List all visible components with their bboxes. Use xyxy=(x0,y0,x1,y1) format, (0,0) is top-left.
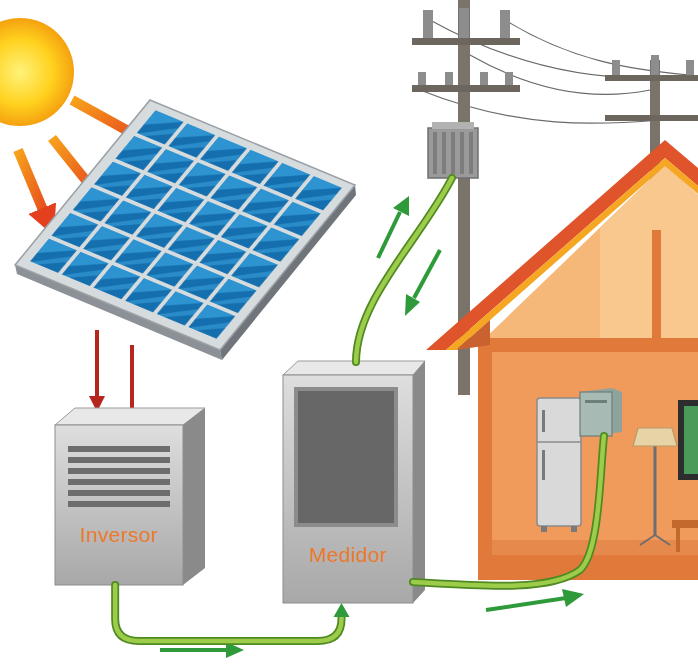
house-part xyxy=(652,230,661,345)
appliances-part xyxy=(541,526,547,532)
utility-pole-part xyxy=(412,38,520,45)
appliances-part xyxy=(580,388,622,436)
utility-pole-part xyxy=(442,132,446,174)
appliances-part xyxy=(672,520,698,528)
house-part xyxy=(426,140,698,350)
utility-pole-part xyxy=(412,85,520,92)
solar-panel xyxy=(15,100,356,360)
flow-arrows-part xyxy=(160,648,228,652)
flow-arrows-part xyxy=(562,589,584,607)
utility-pole-part xyxy=(423,10,433,38)
appliances-part xyxy=(537,398,581,526)
utility-pole-part xyxy=(459,8,469,38)
utility-pole-part xyxy=(612,60,620,75)
inverter-cabinet-part xyxy=(68,479,170,485)
house-part xyxy=(446,158,698,350)
flow-arrows-part xyxy=(226,642,244,658)
utility-pole-part xyxy=(445,72,453,85)
utility-pole-part xyxy=(505,20,690,75)
inverter-cabinet-part xyxy=(55,425,183,585)
cabinet-label-box: Medidor xyxy=(283,375,413,603)
utility-pole-part xyxy=(469,132,473,174)
meter-cabinet xyxy=(283,361,425,603)
flow-arrows-part xyxy=(378,212,400,258)
inverter-cabinet-part xyxy=(55,408,205,425)
utility-pole-part xyxy=(418,72,426,85)
appliances-part xyxy=(585,400,607,403)
inverter-cabinet-part xyxy=(68,501,170,507)
meter-cabinet-part xyxy=(283,375,413,603)
dc-arrows-part xyxy=(95,330,99,398)
wire-core xyxy=(115,585,341,641)
grid-wire-part xyxy=(413,436,604,586)
sun-part xyxy=(18,150,48,222)
meter-cabinet-part xyxy=(298,391,394,523)
appliances-part xyxy=(580,392,612,436)
inverter-cabinet-part xyxy=(68,446,170,452)
utility-pole-part xyxy=(433,132,437,174)
appliances-part xyxy=(684,406,698,474)
grid-wire xyxy=(356,178,604,586)
house-part xyxy=(478,338,698,352)
appliances-part xyxy=(542,410,545,432)
meter-cabinet-part xyxy=(294,387,398,527)
house-part xyxy=(478,352,698,557)
appliances xyxy=(537,388,698,552)
appliances-part xyxy=(571,526,577,532)
utility-pole-part xyxy=(605,75,698,81)
appliances-part xyxy=(633,428,677,446)
cabinet-label: Medidor xyxy=(309,543,387,567)
meter-cabinet-part xyxy=(413,361,425,603)
appliances-part xyxy=(655,535,670,545)
utility-pole-part xyxy=(500,10,510,38)
flow-arrows-part xyxy=(393,196,409,216)
flow-arrows-part xyxy=(414,250,440,298)
flow-arrows xyxy=(160,196,584,658)
utility-pole-part xyxy=(480,72,488,85)
house xyxy=(426,140,698,580)
inverter-cabinet-part xyxy=(183,408,205,585)
utility-pole-part xyxy=(605,115,698,121)
utility-pole-part xyxy=(651,55,659,75)
cabinet-label-box: Inversor xyxy=(55,425,183,585)
solar-panel-part xyxy=(15,100,355,350)
house-part xyxy=(456,320,490,350)
sun-part xyxy=(0,18,74,126)
grid-wire-part xyxy=(413,436,604,586)
appliances-part xyxy=(654,445,657,535)
appliances-part xyxy=(640,535,655,545)
wire-connector xyxy=(115,585,349,641)
inverter-cabinet-part xyxy=(68,457,170,463)
flow-arrows-part xyxy=(486,598,566,610)
utility-pole-part xyxy=(451,132,455,174)
flow-arrows-part xyxy=(405,294,420,316)
arrow-head xyxy=(334,603,350,617)
house-part xyxy=(478,165,698,345)
house-part xyxy=(478,352,492,580)
grid-wire-part xyxy=(356,178,452,362)
cabinet-label: Inversor xyxy=(80,523,158,547)
appliances-part xyxy=(678,400,698,480)
utility-pole-part xyxy=(432,122,474,129)
appliances-part xyxy=(537,441,581,443)
inverter-cabinet-part xyxy=(68,490,170,496)
inverter-cabinet xyxy=(55,408,205,585)
utility-pole-part xyxy=(428,128,478,178)
solar-panel-part xyxy=(27,108,345,341)
utility-pole-part xyxy=(460,132,464,174)
wire-outline xyxy=(115,585,341,641)
utility-pole-part xyxy=(505,72,513,85)
utility-pole xyxy=(412,0,698,395)
utility-pole-part xyxy=(686,60,694,75)
grid-wire-part xyxy=(356,178,452,362)
appliances-part xyxy=(676,528,680,552)
inverter-cabinet-part xyxy=(68,468,170,474)
appliances-part xyxy=(542,450,545,480)
